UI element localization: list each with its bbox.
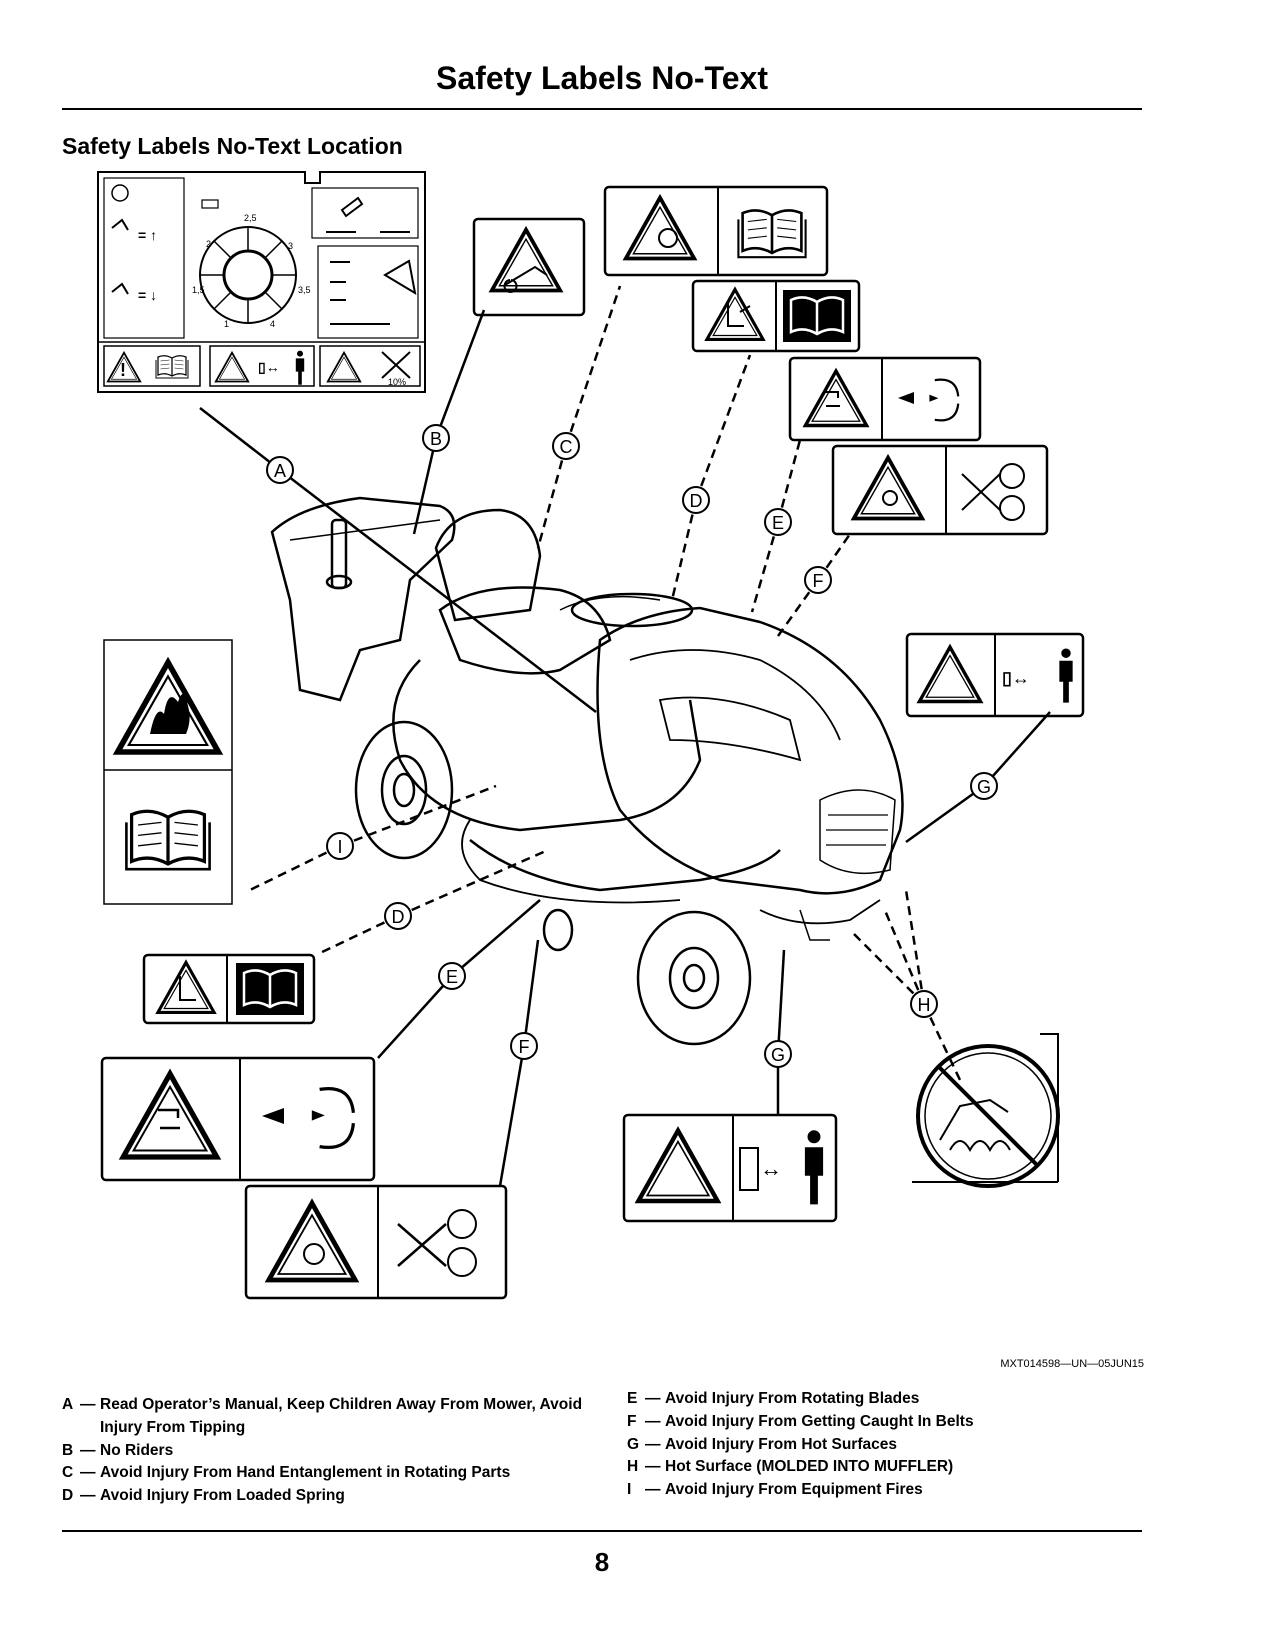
svg-text:F: F	[813, 571, 824, 591]
svg-text:↔: ↔	[760, 1156, 782, 1181]
label-h-muffler-symbol	[912, 1033, 1060, 1188]
callout-d: D	[384, 902, 412, 930]
legend-item: G—Avoid Injury From Hot Surfaces	[627, 1434, 1147, 1457]
svg-text:A: A	[274, 461, 286, 481]
legend-key: G	[627, 1435, 640, 1453]
svg-text:= ↑: = ↑	[138, 227, 157, 243]
legend-left: A—Read Operator’s Manual, Keep Children …	[62, 1394, 602, 1508]
legend-item: F—Avoid Injury From Getting Caught In Be…	[627, 1411, 1147, 1434]
legend-right: E—Avoid Injury From Rotating Blades F—Av…	[627, 1388, 1147, 1502]
legend-item: H—Hot Surface (MOLDED INTO MUFFLER)	[627, 1456, 1147, 1479]
legend-key: A	[62, 1396, 74, 1413]
callouts: A B C D E F G I D E F G H	[266, 424, 998, 1068]
label-e-decal-lower	[100, 1056, 376, 1182]
callout-b: B	[422, 424, 450, 452]
dial-label: 1	[224, 319, 229, 329]
legend-key: E	[627, 1390, 638, 1407]
legend-text: Avoid Injury From Hand Entanglement in R…	[100, 1464, 511, 1482]
legend-item: A—Read Operator’s Manual, Keep Children …	[62, 1394, 602, 1440]
slope-label: 10%	[388, 377, 406, 387]
legend-text: Avoid Injury From Loaded Spring	[100, 1487, 345, 1505]
legend-text: Avoid Injury From Rotating Blades	[665, 1390, 920, 1407]
section-subtitle: Safety Labels No-Text Location	[62, 133, 403, 159]
callout-h: H	[910, 990, 938, 1018]
lawn-tractor-illustration	[270, 496, 904, 1046]
label-a-decal: = ↑ = ↓ 2,5 2 3 1,5 3,5 1 4 ! ▯↔	[97, 171, 426, 393]
leader-lines	[199, 285, 1051, 1187]
page-number: 8	[594, 1547, 610, 1577]
label-f-decal-top	[831, 444, 1049, 536]
callout-i: I	[326, 832, 354, 860]
dial-label: 3,5	[298, 285, 311, 295]
legend-text: Avoid Injury From Getting Caught In Belt…	[665, 1412, 974, 1430]
svg-text:G: G	[771, 1045, 785, 1065]
legend-item: D—Avoid Injury From Loaded Spring	[62, 1485, 602, 1508]
label-g-decal-bottom: ↔	[622, 1113, 838, 1223]
svg-text:= ↓: = ↓	[138, 287, 157, 303]
dial-label: 3	[288, 241, 293, 251]
legend-item: B—No Riders	[62, 1440, 602, 1463]
svg-text:D: D	[392, 907, 405, 927]
svg-text:I: I	[337, 837, 342, 857]
legend-text: Read Operator’s Manual, Keep Children Aw…	[100, 1396, 583, 1436]
svg-text:D: D	[690, 491, 703, 511]
callout-g: G	[764, 1040, 792, 1068]
callout-g: G	[970, 772, 998, 800]
svg-text:B: B	[430, 429, 442, 449]
legend-key: F	[627, 1412, 637, 1430]
dial-label: 2	[206, 239, 211, 249]
svg-text:E: E	[446, 967, 458, 987]
label-d-decal-lower	[142, 953, 316, 1025]
legend-text: No Riders	[100, 1441, 174, 1459]
callout-a: A	[266, 456, 294, 484]
legend-key: I	[627, 1481, 632, 1499]
callout-d: D	[682, 486, 710, 514]
legend-text: Hot Surface (MOLDED INTO MUFFLER)	[665, 1458, 954, 1476]
legend-key: B	[62, 1441, 74, 1459]
svg-text:E: E	[772, 513, 784, 533]
label-b-decal	[472, 217, 586, 317]
footer-rule	[62, 1530, 1142, 1532]
page-title: Safety Labels No-Text	[436, 60, 768, 96]
callout-f: F	[510, 1032, 538, 1060]
callout-f: F	[804, 566, 832, 594]
label-c-decal	[603, 185, 829, 277]
callout-e: E	[764, 508, 792, 536]
legend-item: I—Avoid Injury From Equipment Fires	[627, 1479, 1147, 1502]
svg-text:G: G	[977, 777, 991, 797]
callout-e: E	[438, 962, 466, 990]
legend-item: E—Avoid Injury From Rotating Blades	[627, 1388, 1147, 1411]
label-e-decal-top	[788, 356, 982, 442]
legend-text: Avoid Injury From Equipment Fires	[665, 1481, 923, 1499]
header-rule	[62, 108, 1142, 110]
label-d-decal-top	[691, 279, 861, 353]
label-i-decal	[103, 639, 233, 905]
legend-text: Avoid Injury From Hot Surfaces	[665, 1435, 897, 1453]
dial-label: 2,5	[244, 213, 257, 223]
label-f-decal-lower	[244, 1184, 508, 1300]
figure-code: MXT014598—UN—05JUN15	[1000, 1358, 1144, 1370]
svg-text:▯↔: ▯↔	[1002, 668, 1030, 688]
dial-label: 4	[270, 319, 275, 329]
svg-text:H: H	[918, 995, 931, 1015]
svg-text:F: F	[519, 1037, 530, 1057]
label-g-decal-right: ▯↔	[905, 632, 1085, 718]
svg-text:C: C	[560, 437, 573, 457]
callout-c: C	[552, 432, 580, 460]
legend-key: D	[62, 1487, 74, 1505]
svg-text:▯↔: ▯↔	[258, 359, 280, 375]
svg-text:!: !	[120, 360, 126, 380]
dial-label: 1,5	[192, 285, 205, 295]
legend-key: C	[62, 1464, 74, 1482]
safety-label-location-figure: = ↑ = ↓ 2,5 2 3 1,5 3,5 1 4 ! ▯↔	[97, 171, 1085, 1300]
legend-key: H	[627, 1458, 639, 1476]
legend-item: C—Avoid Injury From Hand Entanglement in…	[62, 1462, 602, 1485]
